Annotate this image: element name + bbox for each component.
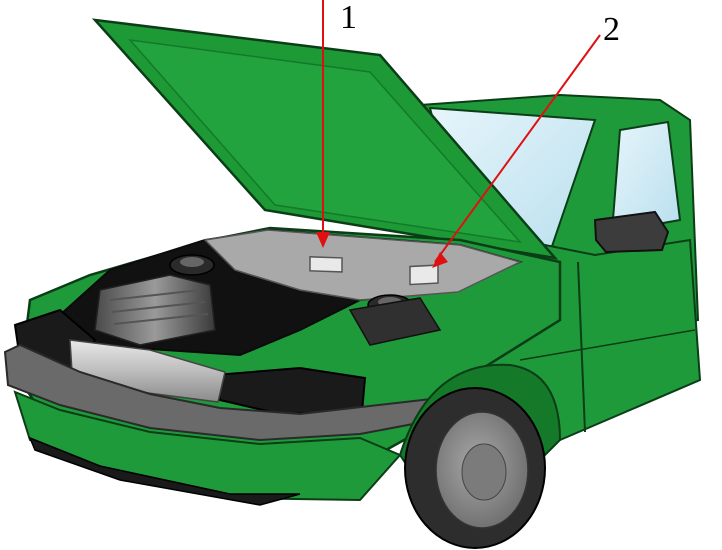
door-line	[577, 261, 586, 433]
callout-1-label: 1	[340, 0, 357, 36]
side-window	[610, 120, 682, 234]
label-plate-2	[409, 264, 439, 286]
side-mirror	[593, 210, 670, 254]
door-crease	[519, 329, 696, 361]
hood-inner-rim	[128, 38, 522, 244]
callout-2-label: 2	[603, 11, 620, 48]
air-dam	[28, 436, 301, 506]
callout-1-arrowhead	[316, 232, 330, 248]
callout-2-arrowhead	[432, 252, 448, 268]
engine-component-right	[348, 297, 442, 346]
label-plate-1	[309, 256, 343, 273]
callout-2-leader	[434, 34, 601, 263]
firewall	[203, 229, 523, 301]
